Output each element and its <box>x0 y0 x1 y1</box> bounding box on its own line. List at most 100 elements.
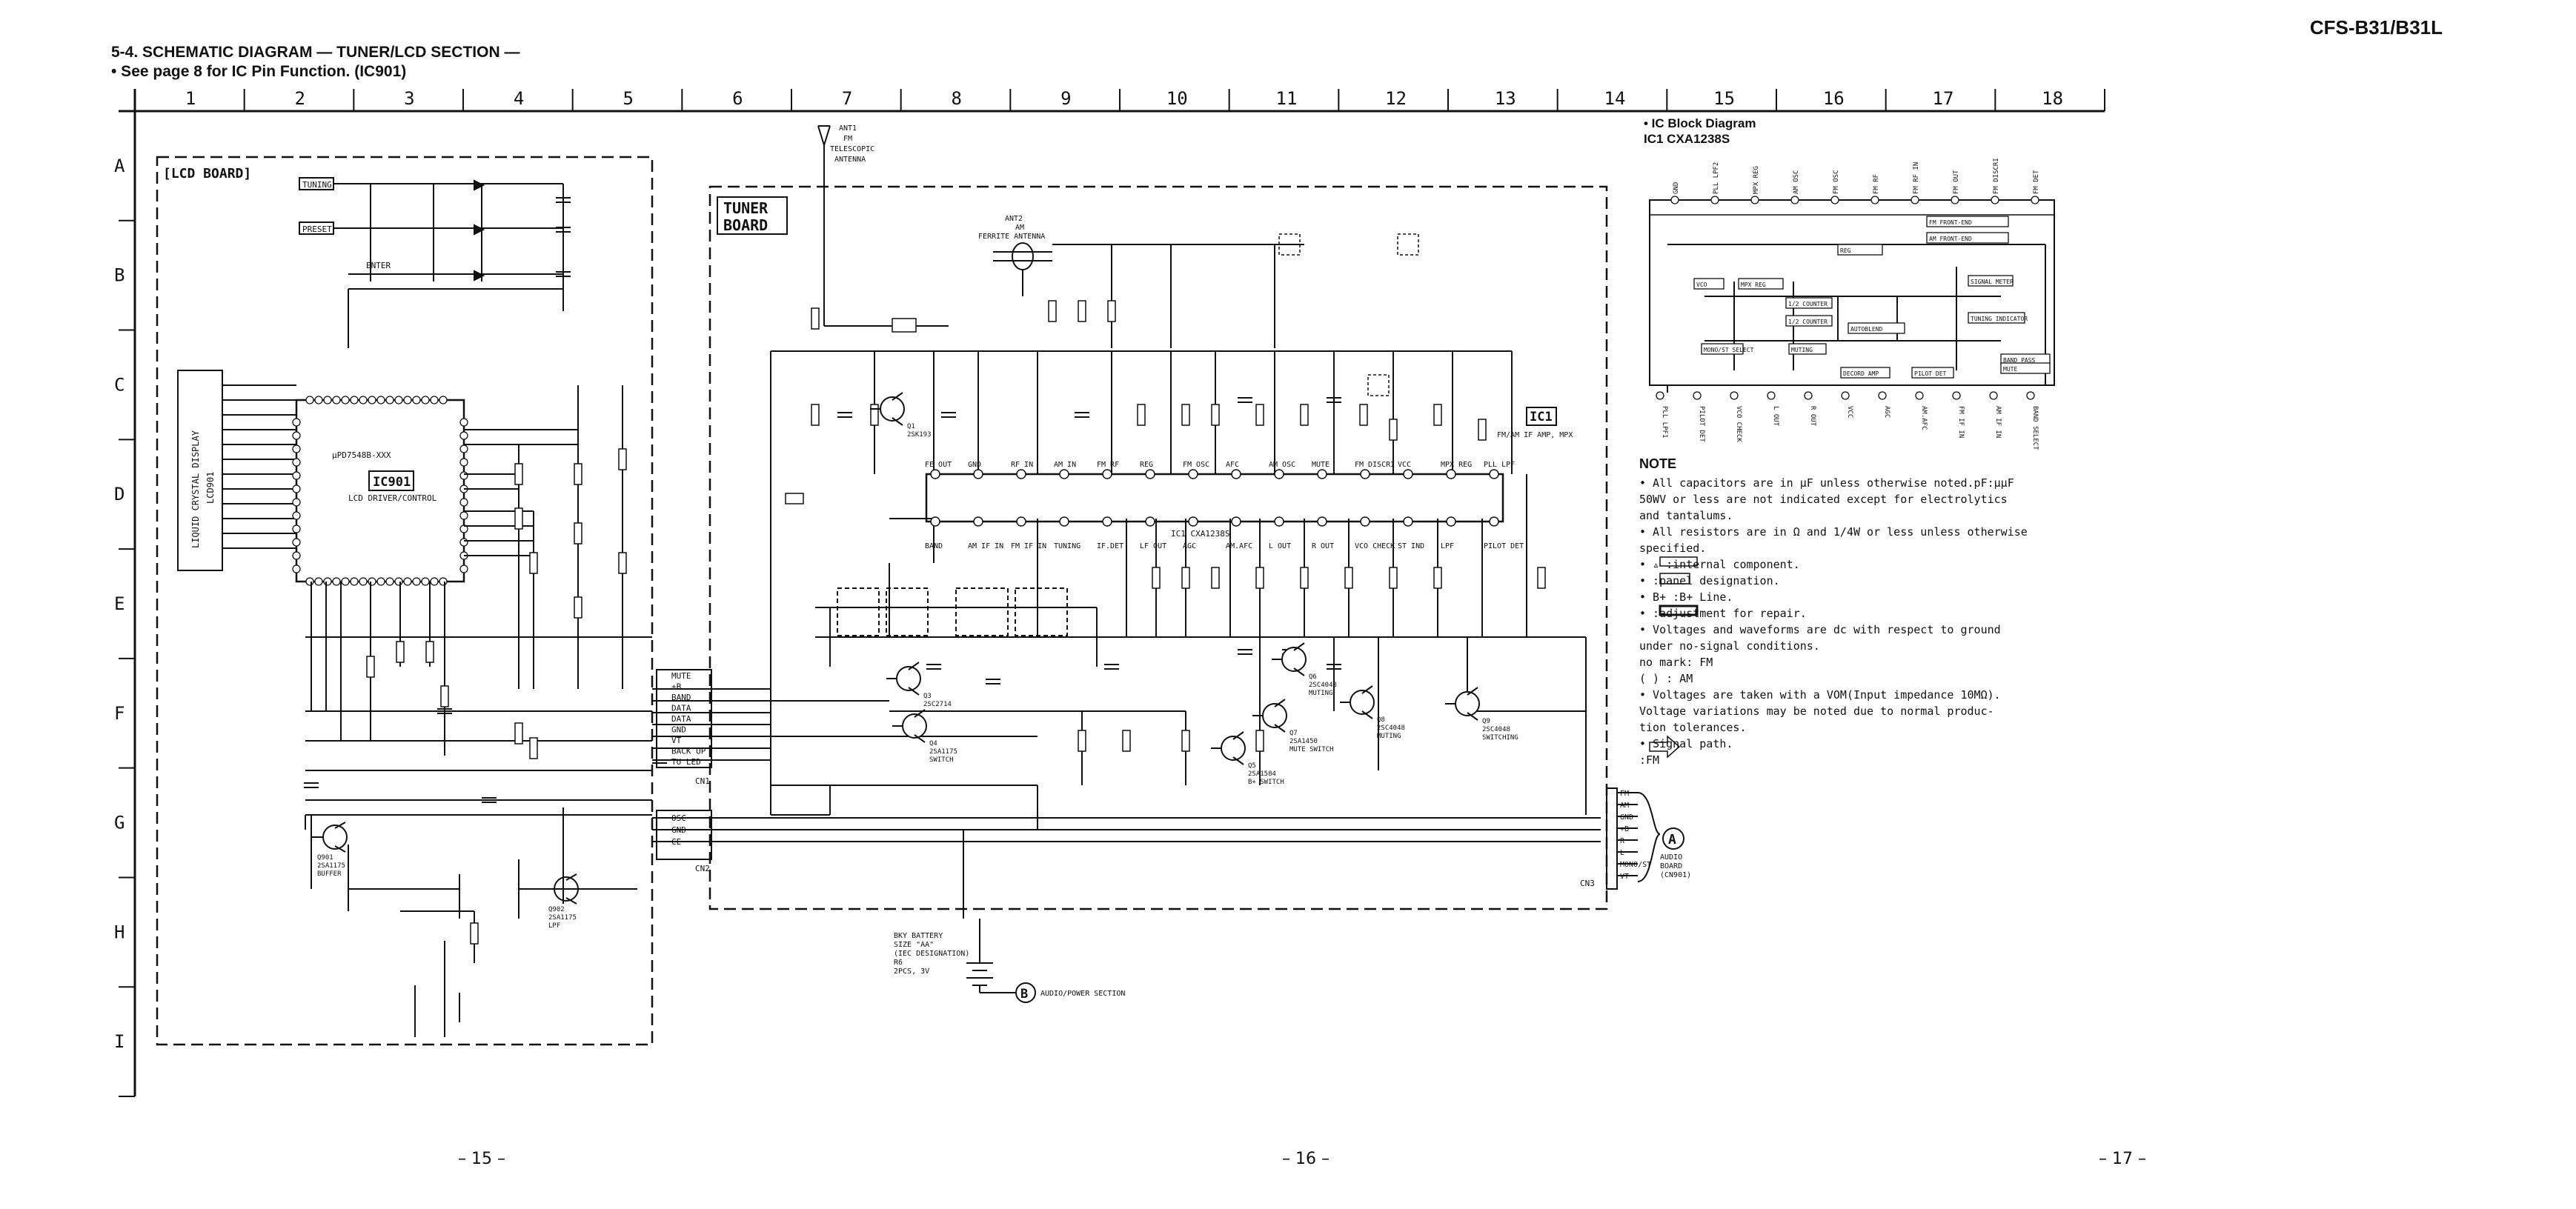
lcd-board-resistors <box>304 197 627 945</box>
ic901-pin <box>421 577 430 586</box>
note-line: 50WV or less are not indicated except fo… <box>1639 493 2008 506</box>
block-label: MUTING <box>1791 347 1813 353</box>
ic901-pin <box>376 396 385 404</box>
ic1-pin-label: AM IN <box>1054 461 1076 469</box>
ic901-pin <box>459 538 468 547</box>
capacitor <box>1238 649 1252 655</box>
transistor-leads <box>1272 642 1305 676</box>
block-pin-label: PLL LPF2 <box>1713 162 1720 194</box>
column-label: 9 <box>1060 88 1071 109</box>
page-title: 5-4. SCHEMATIC DIAGRAM — TUNER/LCD SECTI… <box>111 43 519 81</box>
block-pin <box>1750 196 1759 204</box>
resistor <box>1359 404 1368 426</box>
resistor <box>618 552 627 574</box>
block-pin <box>1693 391 1702 400</box>
block-pin <box>2031 196 2039 204</box>
column-label: 8 <box>952 88 962 109</box>
block-box <box>1840 367 1890 379</box>
ic-block-diagram <box>1649 199 2055 393</box>
transistor-q901 <box>311 822 348 853</box>
row-label: I <box>114 1031 125 1052</box>
ic901-pin <box>368 577 376 586</box>
capacitor <box>986 679 1000 685</box>
ic1-pin <box>1317 516 1327 527</box>
block-pin-label: MPX REG <box>1753 166 1760 194</box>
ic1-pin <box>973 516 983 527</box>
frame <box>119 89 2105 1096</box>
resistor <box>1078 300 1086 322</box>
ferrite-antenna: ANT2 AM FERRITE ANTENNA <box>978 215 1304 348</box>
block-pin-label: R OUT <box>1809 406 1816 427</box>
ic901-pin <box>459 418 468 427</box>
ic901-pin <box>403 577 412 586</box>
ic901-pin <box>292 511 301 520</box>
block-pin-label: FM OUT <box>1953 170 1960 194</box>
ic901-pin <box>292 498 301 507</box>
ic1-pin-label: REG <box>1140 461 1153 469</box>
block-box <box>1926 232 2009 244</box>
block-pin <box>1878 391 1887 400</box>
ic1-name: IC1 <box>1530 410 1553 424</box>
ic1-pin-label: PILOT DET <box>1484 542 1524 550</box>
transistor-leads <box>1252 699 1286 733</box>
transistor-q5 <box>1221 736 1246 761</box>
ic1-pin <box>1016 516 1026 527</box>
antenna-word: ANTENNA <box>834 156 866 164</box>
interconnect-label: BAND <box>671 693 691 702</box>
block-box <box>1968 275 2014 287</box>
transistor-leads <box>870 392 903 426</box>
block-pin-label: AGC <box>1883 406 1890 418</box>
antenna-am: AM <box>1015 224 1024 232</box>
capacitor <box>304 782 319 788</box>
resistor <box>514 507 523 530</box>
block-pin-label: VCC <box>1846 406 1853 418</box>
resistor <box>1181 404 1190 426</box>
capacitor <box>556 227 571 233</box>
ic1-pin-label: LPF <box>1441 542 1454 550</box>
tuner-board-label-1: TUNER <box>723 199 769 217</box>
block-box <box>1968 312 2025 324</box>
ic901-pin <box>323 577 332 586</box>
output-connector-label: R <box>1620 837 1625 845</box>
resistor <box>514 463 523 485</box>
block-pin <box>1656 391 1664 400</box>
ic901-pin <box>421 396 430 404</box>
block-pin-label: AM.AFC <box>1920 406 1928 430</box>
resistor <box>529 737 538 759</box>
model-number: CFS-B31/B31L <box>2309 16 2443 39</box>
ic901-pin <box>403 396 412 404</box>
ic901-pin <box>292 538 301 547</box>
ic901-pin <box>430 577 439 586</box>
note-line: no mark: FM <box>1639 656 1713 669</box>
block-box <box>2000 362 2051 374</box>
battery-line: 2PCS, 3V <box>894 967 929 976</box>
transistor-role: LPF <box>548 922 560 930</box>
ic1-pin <box>1403 516 1413 527</box>
capacitor <box>437 708 452 714</box>
ic901-pin <box>412 577 421 586</box>
ic1-pin <box>973 469 983 479</box>
block-pin <box>1915 391 1924 400</box>
interconnect-label: TU LED <box>671 757 701 767</box>
block-pin <box>1952 391 1961 400</box>
ic901-pin <box>459 444 468 453</box>
note-line: • ▵ :internal component. <box>1639 558 1800 571</box>
if-filters <box>837 587 1068 636</box>
ic901-pin <box>292 431 301 440</box>
resistor <box>470 922 479 945</box>
ic1-pin <box>1188 469 1198 479</box>
ic901-pin <box>292 418 301 427</box>
transistor-name: Q6 <box>1309 673 1317 681</box>
ic901-pin <box>459 431 468 440</box>
resistor <box>529 552 538 574</box>
block-pin <box>1670 196 1679 204</box>
block-label: FM FRONT-END <box>1929 219 1972 226</box>
ic901-pin <box>359 577 368 586</box>
output-connector-label: AM <box>1620 802 1629 810</box>
block-box <box>1837 244 1883 256</box>
